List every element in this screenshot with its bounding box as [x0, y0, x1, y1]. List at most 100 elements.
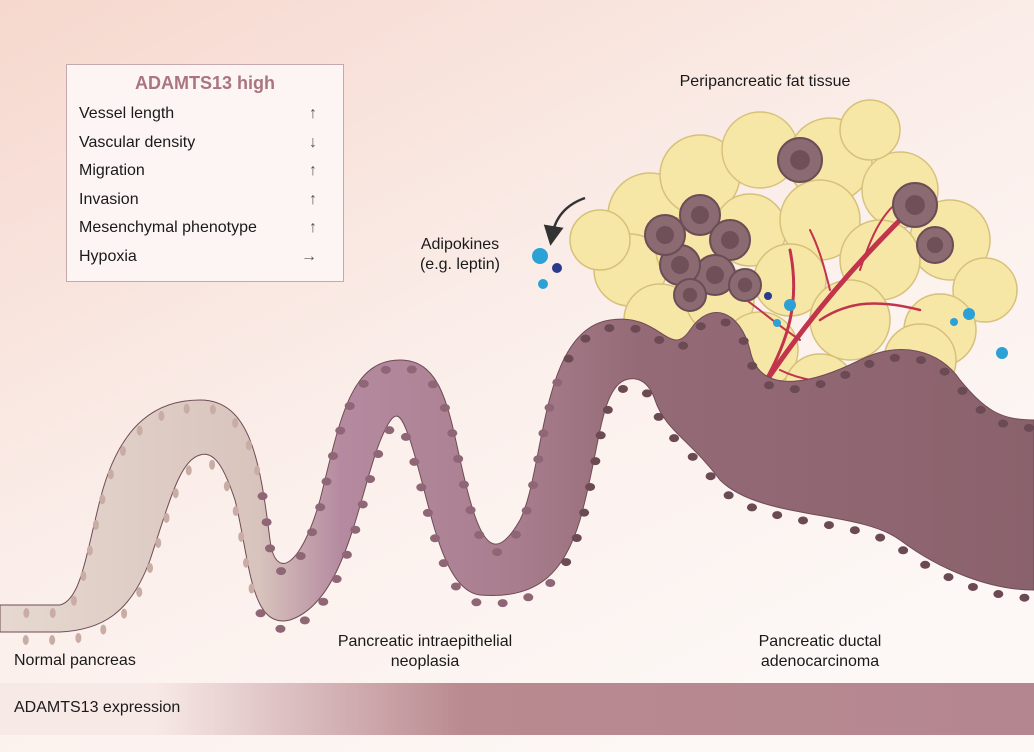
- legend-row-label: Migration: [79, 162, 145, 179]
- legend-row-arrow: ↑: [309, 162, 317, 179]
- epithelial-nucleus: [764, 381, 775, 390]
- legend-row-arrow: ↓: [309, 133, 317, 151]
- epithelial-nucleus: [422, 508, 433, 517]
- epithelial-nucleus: [384, 426, 395, 435]
- epithelial-nucleus: [146, 563, 153, 574]
- pdac-label-line2: adenocarcinoma: [760, 653, 880, 670]
- epithelial-nucleus: [107, 469, 114, 480]
- epithelial-nucleus: [209, 404, 216, 415]
- epithelial-nucleus: [967, 582, 978, 591]
- epithelial-nucleus: [523, 593, 534, 602]
- epithelial-nucleus: [545, 579, 556, 588]
- epithelial-nucleus: [561, 558, 572, 567]
- epithelial-nucleus: [993, 590, 1004, 599]
- legend-row-arrow: →: [301, 247, 317, 265]
- epithelial-nucleus: [669, 434, 680, 443]
- epithelial-nucleus: [450, 582, 461, 591]
- epithelial-nucleus: [92, 519, 99, 530]
- epithelial-nucleus: [430, 534, 441, 543]
- epithelial-nucleus: [341, 550, 352, 559]
- epithelial-nucleus: [571, 533, 582, 542]
- epithelial-nucleus: [318, 597, 329, 606]
- legend-row-label: Vessel length: [79, 105, 175, 122]
- epithelial-nucleus: [864, 359, 875, 368]
- adipokines-label-line2: (e.g. leptin): [419, 256, 501, 273]
- epithelial-nucleus: [276, 567, 287, 576]
- pdac-label: Pancreatic ductal adenocarcinoma: [720, 632, 920, 672]
- tumor-cell-nucleus: [790, 150, 810, 170]
- epithelial-nucleus: [875, 533, 886, 542]
- tumor-cell-nucleus: [671, 256, 689, 274]
- epithelial-nucleus: [585, 482, 596, 491]
- epithelial-nucleus: [75, 632, 82, 643]
- epithelial-nucleus: [155, 537, 162, 548]
- legend-row: Invasion↑: [79, 191, 335, 213]
- tumor-cell-nucleus: [706, 266, 724, 284]
- epithelial-nucleus: [590, 457, 601, 466]
- epithelial-nucleus: [136, 425, 143, 436]
- epithelial-nucleus: [121, 608, 128, 619]
- epithelial-nucleus: [533, 455, 544, 464]
- epithelial-nucleus: [678, 341, 689, 350]
- fat-cell: [952, 257, 1018, 323]
- epithelial-nucleus: [1023, 423, 1034, 432]
- epithelial-nucleus: [49, 635, 56, 645]
- epithelial-nucleus: [255, 609, 266, 618]
- adipokines-label: Adipokines (e.g. leptin): [400, 235, 520, 275]
- epithelial-nucleus: [119, 445, 126, 456]
- epithelial-nucleus: [232, 506, 239, 517]
- legend-row: Vessel length ↑: [79, 105, 335, 127]
- epithelial-nucleus: [492, 548, 503, 557]
- epithelial-nucleus: [823, 521, 834, 530]
- epithelial-nucleus: [641, 389, 652, 398]
- epithelial-nucleus: [654, 335, 665, 344]
- epithelial-nucleus: [243, 557, 250, 568]
- legend-row: Migration ↑: [79, 162, 335, 184]
- epithelial-nucleus: [458, 480, 469, 489]
- legend-row-arrow: ↑: [309, 190, 317, 208]
- epithelial-nucleus: [331, 575, 342, 584]
- epithelial-nucleus: [358, 379, 369, 388]
- epithelial-nucleus: [916, 356, 927, 365]
- epithelial-nucleus: [563, 354, 574, 363]
- epithelial-nucleus: [172, 488, 179, 499]
- epithelial-nucleus: [245, 440, 252, 451]
- epithelial-nucleus: [158, 410, 165, 421]
- legend-row-arrow: ↑: [309, 105, 317, 122]
- tumor-cell-clusters: [644, 137, 954, 312]
- epithelial-nucleus: [849, 526, 860, 535]
- epithelial-nucleus: [315, 503, 326, 512]
- epithelial-nucleus: [723, 491, 734, 500]
- epithelial-nucleus: [373, 450, 384, 459]
- epithelial-nucleus: [552, 378, 563, 387]
- epithelial-nucleus: [798, 516, 809, 525]
- epithelial-nucleus: [295, 552, 306, 561]
- epithelial-nucleus: [265, 544, 276, 553]
- epithelial-nucleus: [23, 608, 30, 618]
- epithelial-nucleus: [497, 599, 508, 608]
- legend-row-label: Vascular density: [79, 133, 196, 151]
- tumor-cell-nucleus: [656, 226, 674, 244]
- adipokine-release-arrow: [543, 196, 586, 246]
- epithelial-nucleus: [275, 624, 286, 633]
- epithelial-nucleus: [350, 525, 361, 534]
- fat-cell: [839, 99, 901, 161]
- tumor-cell-nucleus: [691, 206, 709, 224]
- legend-row: Vascular density ↓: [79, 134, 335, 156]
- epithelial-nucleus: [943, 573, 954, 582]
- epithelial-nucleus: [183, 403, 190, 414]
- epithelial-nucleus: [746, 503, 757, 512]
- epithelial-nucleus: [510, 530, 521, 539]
- epithelial-nucleus: [257, 492, 268, 501]
- panin-label-line1: Pancreatic intraepithelial: [337, 633, 513, 650]
- epithelial-nucleus: [22, 635, 29, 645]
- epithelial-nucleus: [595, 431, 606, 440]
- epithelial-nucleus: [70, 595, 77, 606]
- legend-row: Hypoxia→: [79, 248, 335, 270]
- epithelial-nucleus: [86, 545, 93, 556]
- epithelial-nucleus: [747, 361, 758, 370]
- epithelial-nucleus: [579, 508, 590, 517]
- epithelial-nucleus: [100, 624, 107, 635]
- epithelial-nucleus: [602, 405, 613, 414]
- epithelial-nucleus: [544, 403, 555, 412]
